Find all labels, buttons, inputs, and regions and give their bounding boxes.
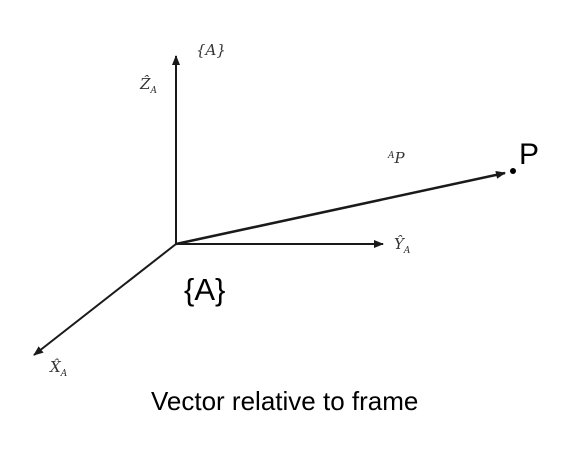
position-vector-line — [175, 170, 506, 246]
vector-label-base: P — [394, 149, 406, 167]
x-axis-line — [33, 243, 177, 356]
frame-tag: {A} — [184, 272, 225, 307]
vector-label: AP — [387, 149, 406, 167]
x-axis-label: X̂A — [49, 358, 68, 379]
point-p-label: P — [519, 138, 539, 171]
caption: Vector relative to frame — [151, 386, 418, 416]
y-axis-label: ŶA — [394, 235, 411, 256]
point-p-dot — [510, 168, 516, 174]
vector-label-sup: A — [387, 151, 395, 161]
y-axis-label-sub: A — [403, 246, 411, 256]
x-axis-label-base: X̂ — [49, 358, 62, 376]
z-axis-label-base: Ẑ — [139, 75, 151, 93]
z-axis-label: ẐA — [139, 75, 157, 96]
frame-bracket-label: {A} — [196, 41, 226, 59]
y-axis-label-base: Ŷ — [394, 235, 406, 253]
x-axis-label-sub: A — [60, 369, 68, 379]
z-axis-label-sub: A — [149, 86, 157, 96]
